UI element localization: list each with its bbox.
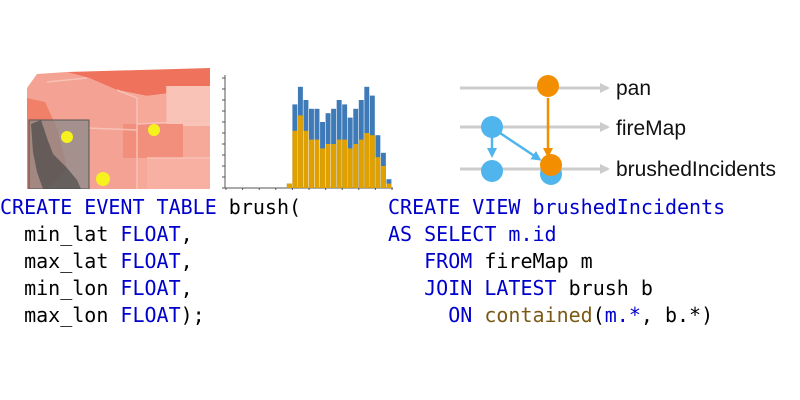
code-right-line: AS SELECT m.id (388, 221, 725, 248)
histogram-bar-orange (380, 166, 386, 188)
code-create-event-table: CREATE EVENT TABLE brush( min_lat FLOAT,… (0, 194, 301, 329)
sql-text: , (180, 249, 193, 273)
histogram-bar-orange (325, 144, 331, 188)
sql-text: ); (180, 303, 205, 327)
code-create-view: CREATE VIEW brushedIncidents AS SELECT m.… (388, 194, 725, 329)
histogram-bar-orange (314, 139, 320, 188)
histogram-bar-orange (309, 139, 314, 188)
histogram-bar-orange (336, 139, 342, 188)
sql-keyword: FLOAT (120, 249, 181, 273)
stream-label-firemap: fireMap (616, 117, 686, 140)
histogram-bar-orange (364, 133, 370, 188)
sql-text: brush( (216, 195, 302, 219)
code-right-line: JOIN LATEST brush b (388, 275, 725, 302)
code-right-line: FROM fireMap m (388, 248, 725, 275)
histogram-bar-orange (369, 135, 375, 188)
sql-keyword: ON (388, 303, 485, 327)
histogram-bar-orange (286, 183, 292, 188)
histogram (220, 70, 395, 190)
sql-text: max_lat (0, 249, 121, 273)
sql-text: fireMap m (472, 249, 593, 273)
sql-keyword: FLOAT (120, 303, 181, 327)
histogram-bar-orange (292, 130, 298, 188)
stream-label-brushed: brushedIncidents (616, 158, 776, 181)
sql-function: contained (484, 303, 593, 327)
map-thumbnail[interactable] (27, 68, 211, 190)
incident-marker[interactable] (148, 124, 160, 136)
histogram-bar-orange (297, 115, 303, 188)
map-region-south (147, 158, 210, 189)
sql-keyword: JOIN LATEST (388, 276, 557, 300)
code-right-line: ON contained(m.*, b.*) (388, 302, 725, 329)
sql-keyword: CREATE EVENT TABLE (0, 195, 217, 219)
event-node-brushed-orange[interactable] (540, 154, 562, 176)
sql-text: max_lon (0, 303, 121, 327)
incident-marker[interactable] (61, 131, 73, 143)
sql-keyword: AS SELECT m.id (388, 222, 557, 246)
histogram-bar-orange (353, 144, 359, 188)
stream-diagram-svg: pan fireMap brushedIncidents (460, 75, 776, 185)
code-right-line: CREATE VIEW brushedIncidents (388, 194, 725, 221)
sql-text: min_lon (0, 276, 121, 300)
sql-text: brush b (556, 276, 653, 300)
histogram-bar-orange (358, 139, 364, 188)
state-silhouette (31, 120, 81, 189)
sql-text: , (180, 222, 193, 246)
histogram-bar-orange (320, 148, 325, 188)
incident-marker[interactable] (96, 172, 110, 186)
sql-keyword: m.* (604, 303, 641, 327)
histogram-bar-orange (342, 139, 348, 188)
sql-keyword: CREATE VIEW brushedIncidents (388, 195, 726, 219)
code-left-line: max_lon FLOAT); (0, 302, 301, 329)
sql-keyword: FLOAT (120, 276, 181, 300)
stream-label-pan: pan (616, 77, 651, 100)
sql-keyword: FLOAT (120, 222, 181, 246)
map-region-east (167, 86, 210, 126)
sql-text: , b.*) (640, 303, 714, 327)
event-node-pan[interactable] (537, 75, 559, 97)
code-left-line: min_lat FLOAT, (0, 221, 301, 248)
code-left-line: min_lon FLOAT, (0, 275, 301, 302)
code-left-line: CREATE EVENT TABLE brush( (0, 194, 301, 221)
sql-keyword: FROM (388, 249, 473, 273)
sql-text: min_lat (0, 222, 121, 246)
histogram-bar-orange (347, 148, 353, 188)
histogram-bar-orange (386, 183, 392, 188)
histogram-bar-orange (303, 130, 309, 188)
histogram-bar-orange (375, 157, 381, 188)
histogram-bar-orange (331, 144, 337, 188)
sql-text: , (180, 276, 193, 300)
stream-diagram: pan fireMap brushedIncidents (440, 65, 800, 195)
event-node-brushed-blue[interactable] (481, 160, 503, 182)
code-left-line: max_lat FLOAT, (0, 248, 301, 275)
dependency-arrow-firemap-diagonal (499, 131, 542, 161)
map-svg (27, 68, 211, 190)
sql-text: ( (592, 303, 605, 327)
event-node-firemap[interactable] (481, 116, 503, 138)
map-border-lines (46, 77, 211, 189)
histogram-svg (222, 75, 393, 190)
